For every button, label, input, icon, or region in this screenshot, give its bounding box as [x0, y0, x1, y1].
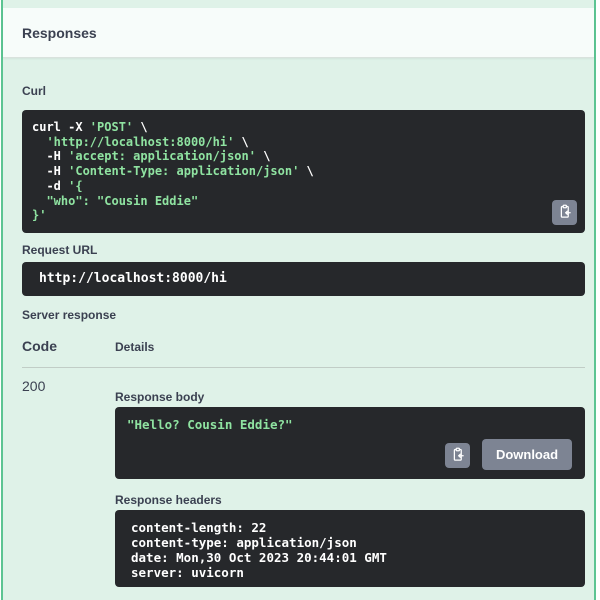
- response-body-copy-button[interactable]: [445, 443, 470, 468]
- download-button[interactable]: Download: [482, 439, 572, 470]
- response-body-label: Response body: [115, 390, 204, 404]
- request-url-label: Request URL: [22, 243, 97, 257]
- response-headers-block: content-length: 22content-type: applicat…: [115, 510, 585, 587]
- code-column-header: Code: [22, 338, 57, 354]
- curl-command-block: curl -X 'POST' \ 'http://localhost:8000/…: [22, 110, 585, 233]
- server-response-label: Server response: [22, 308, 116, 322]
- curl-label: Curl: [22, 84, 46, 98]
- clipboard-copy-icon: [450, 447, 465, 465]
- responses-title: Responses: [22, 25, 97, 41]
- table-divider: [22, 367, 585, 368]
- response-body-text: "Hello? Cousin Eddie?": [127, 417, 573, 432]
- response-headers-label: Response headers: [115, 493, 222, 507]
- response-body-block: "Hello? Cousin Eddie?" Download: [115, 407, 585, 479]
- response-headers-text: content-length: 22content-type: applicat…: [131, 520, 569, 580]
- status-code-200: 200: [22, 378, 45, 394]
- details-column-header: Details: [115, 340, 154, 354]
- responses-section-header: Responses: [3, 8, 594, 58]
- curl-command-text: curl -X 'POST' \ 'http://localhost:8000/…: [32, 120, 575, 223]
- clipboard-copy-icon: [557, 204, 572, 222]
- request-url-value: http://localhost:8000/hi: [22, 262, 585, 296]
- curl-copy-button[interactable]: [552, 200, 577, 225]
